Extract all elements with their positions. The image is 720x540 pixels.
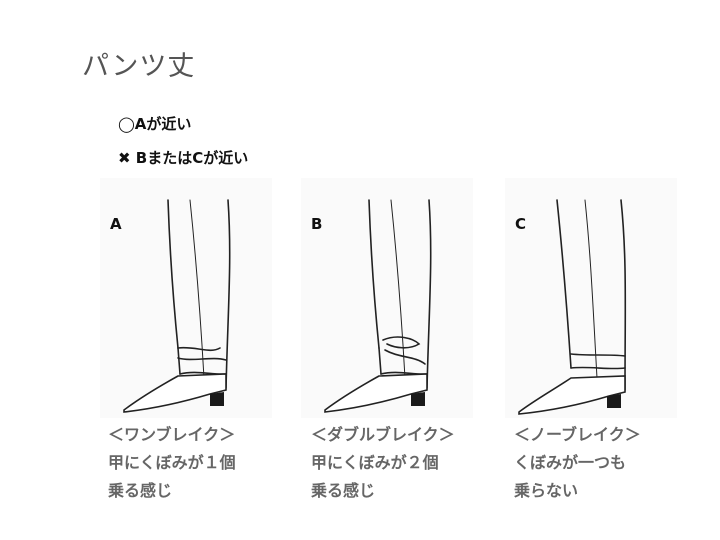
panel-c: C [505,178,677,418]
panel-a-label: A [110,215,122,233]
caption-c: ＜ノーブレイク＞ くぼみが一つも 乗らない [514,421,641,505]
caption-c-line-1: ＜ノーブレイク＞ [514,425,641,444]
caption-a-line-2: 甲にくぼみが１個 [108,453,236,472]
pant-shoe-illustration-a [123,199,231,413]
shoe-a [123,373,227,413]
caption-c-line-2: くぼみが一つも [514,453,627,472]
caption-b: ＜ダブルブレイク＞ 甲にくぼみが２個 乗る感じ [311,421,455,505]
shoe-c [518,375,626,415]
caption-b-line-1: ＜ダブルブレイク＞ [311,425,455,444]
caption-b-line-2: 甲にくぼみが２個 [311,453,439,472]
caption-a: ＜ワンブレイク＞ 甲にくぼみが１個 乗る感じ [108,421,236,505]
panel-b-label: B [311,215,323,233]
pant-shoe-illustration-b [324,199,432,413]
page-title: パンツ丈 [82,51,196,82]
note-incorrect: ✖ BまたはCが近い [118,149,249,167]
note-correct: ◯Aが近い [118,115,192,133]
panel-c-label: C [515,215,527,233]
pant-shoe-illustration-c [518,199,627,415]
caption-a-line-1: ＜ワンブレイク＞ [108,425,236,444]
caption-c-line-3: 乗らない [514,481,579,500]
panel-b: B [301,178,473,418]
shoe-b [324,373,428,413]
caption-b-line-3: 乗る感じ [311,481,376,500]
panel-a: A [100,178,272,418]
caption-a-line-3: 乗る感じ [108,481,173,500]
